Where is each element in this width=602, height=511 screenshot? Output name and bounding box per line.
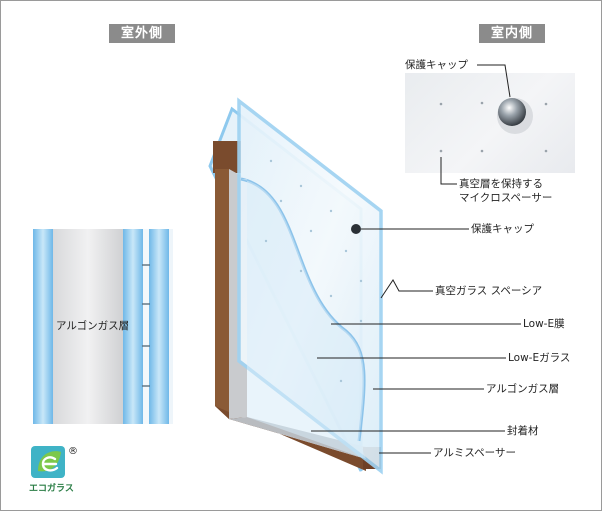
eco-logo-e-icon [41,456,59,472]
label-vacuum-glass: 真空ガラス スペーシア [435,285,543,297]
micro-spacer-ticks [142,264,150,387]
leader-cap-top [477,64,511,98]
zoom-protective-cap [498,98,526,126]
outdoor-header: 室外側 [109,24,175,43]
label-microspacer-2: マイクロスペーサー [459,192,553,204]
window-unit [208,97,383,475]
label-lowe-glass: Low-Eガラス [508,352,571,364]
label-lowe-film: Low-E膜 [523,318,565,330]
eco-glass-logo [31,446,65,478]
lowe-film-fill [241,179,366,459]
outer-glass-bar [33,229,53,424]
label-sealant: 封着材 [507,425,539,437]
argon-layer-label-left: アルゴンガス層 [56,320,130,332]
inner-glass-bar [149,229,169,424]
frame-strip-left [215,169,229,419]
protective-cap [351,224,361,234]
micro-spacer-dots [264,159,363,383]
zoom-detail [439,98,548,153]
argon-gap [53,229,123,424]
leader-lines [311,64,521,454]
spacer-zoom-panel [405,73,575,173]
label-argon-layer: アルゴンガス層 [486,383,560,395]
leader-microspacer [440,157,457,185]
eco-logo-text: エコガラス [29,484,74,494]
eco-logo-registered-mark: ® [68,446,78,457]
label-cap-top: 保護キャップ [405,59,468,71]
zoom-micro-spacers [439,101,548,153]
aluminum-frame-top [213,141,241,173]
lowe-glass-bar [123,229,143,424]
gray-spacer-bottom [229,417,366,459]
label-aluminum-spacer: アルミスペーサー [433,447,516,459]
label-cap: 保護キャップ [471,223,534,235]
leader-vacuum [380,279,433,299]
label-microspacer-1: 真空層を保持する [459,178,543,190]
vacuum-gap [143,229,149,424]
indoor-header: 室内側 [479,24,545,43]
cross-section [33,229,173,424]
